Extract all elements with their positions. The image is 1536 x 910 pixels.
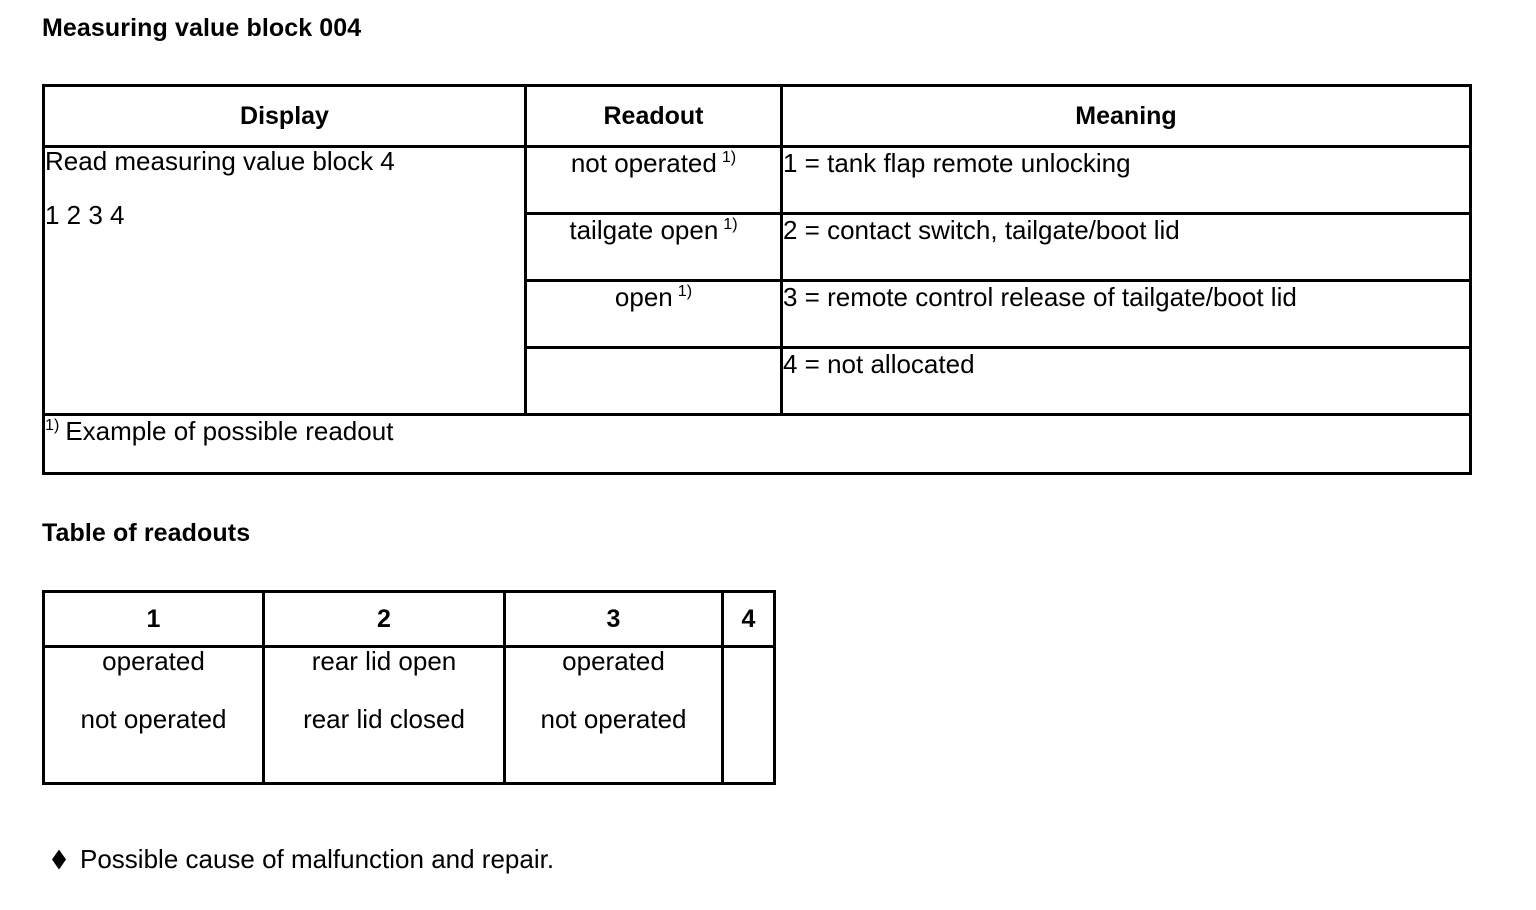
- header-row: Display Readout Meaning: [42, 84, 1472, 148]
- table-row: Read measuring value block 4 1 2 3 4 not…: [42, 145, 1472, 416]
- footnote-marker-2: 1): [723, 215, 738, 234]
- readouts-cell-col4-empty: [721, 645, 776, 785]
- readout-text-2: tailgate open: [569, 215, 719, 245]
- footnote-marker-3: 1): [677, 282, 693, 301]
- readouts-body: operated not operated rear lid open rear…: [42, 645, 776, 785]
- table-body: Read measuring value block 4 1 2 3 4 not…: [42, 145, 1472, 475]
- measuring-value-block-table: Display Readout Meaning Read measuring v…: [42, 84, 1472, 475]
- table-row: 4 = not allocated: [44, 346, 1472, 416]
- table-row: operated not operated rear lid open rear…: [42, 645, 776, 785]
- readouts-column-header-2: 2: [262, 590, 506, 648]
- meaning-cell-1: 1 = tank flap remote unlocking: [780, 145, 1472, 215]
- readout-text-1: not operated: [570, 148, 717, 178]
- display-line-channels: 1 2 3 4: [45, 200, 125, 230]
- footnote-marker-1: 1): [721, 148, 737, 167]
- footnote-marker-legend: 1): [45, 416, 60, 435]
- readouts-value-col1-a: operated: [102, 646, 205, 676]
- display-line-instruction: Read measuring value block 4: [45, 146, 395, 176]
- readouts-column-header-1: 1: [42, 590, 265, 648]
- readouts-column-header-3: 3: [503, 590, 724, 648]
- footnote-row: 1) Example of possible readout: [42, 413, 1472, 475]
- table-of-readouts-heading: Table of readouts: [42, 519, 251, 547]
- readouts-value-col1-b: not operated: [80, 704, 227, 734]
- malfunction-note: Possible cause of malfunction and repair…: [52, 844, 554, 875]
- column-header-meaning: Meaning: [780, 84, 1472, 148]
- footnote-text: Example of possible readout: [65, 416, 394, 446]
- malfunction-note-text: Possible cause of malfunction and repair…: [80, 844, 555, 874]
- meaning-cell-2: 2 = contact switch, tailgate/boot lid: [780, 212, 1472, 282]
- readout-cell-4-empty: [524, 346, 783, 416]
- readouts-header: 1 2 3 4: [42, 590, 776, 648]
- readouts-column-header-4: 4: [721, 590, 776, 648]
- diamond-bullet-icon: [52, 849, 66, 870]
- readouts-value-col3-b: not operated: [540, 704, 687, 734]
- column-header-readout: Readout: [524, 84, 783, 148]
- readouts-value-col2-a: rear lid open: [311, 646, 457, 676]
- readouts-value-col3-a: operated: [562, 646, 665, 676]
- column-header-display: Display: [42, 84, 527, 148]
- readouts-cell-col3: operated not operated: [503, 645, 724, 785]
- meaning-cell-3: 3 = remote control release of tailgate/b…: [780, 279, 1472, 349]
- readout-text-3: open: [614, 282, 673, 312]
- header-row: 1 2 3 4: [42, 590, 776, 648]
- readouts-cell-col1: operated not operated: [42, 645, 265, 785]
- table-of-readouts: 1 2 3 4 operated not operated rear lid o…: [42, 590, 776, 785]
- footnote-cell: 1) Example of possible readout: [42, 413, 1472, 475]
- table-header: Display Readout Meaning: [42, 84, 1472, 148]
- meaning-cell-4: 4 = not allocated: [780, 346, 1472, 416]
- display-cell: Read measuring value block 4 1 2 3 4: [42, 145, 527, 416]
- readouts-value-col2-b: rear lid closed: [303, 704, 465, 734]
- readouts-cell-col2: rear lid open rear lid closed: [262, 645, 506, 785]
- measuring-value-block-heading: Measuring value block 004: [42, 14, 362, 42]
